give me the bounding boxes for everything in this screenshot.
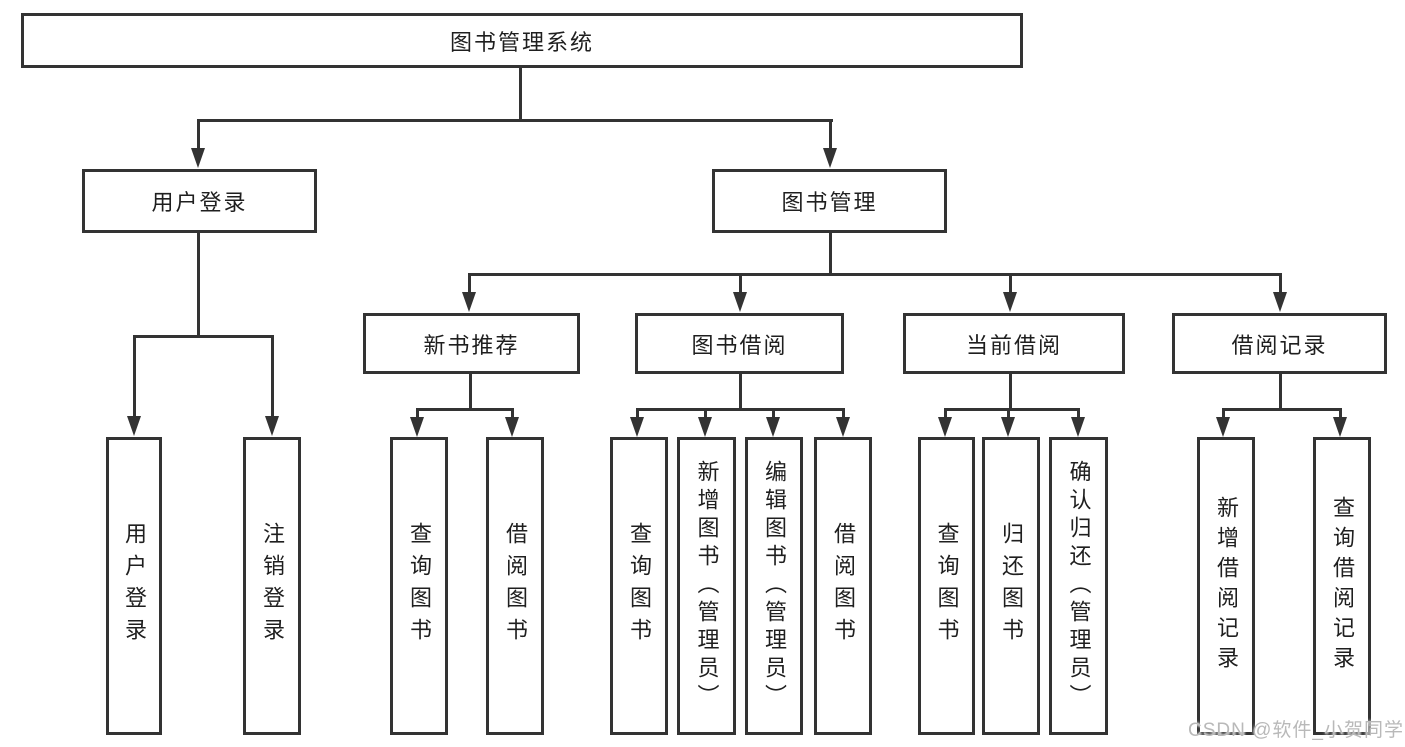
connector-to-leaf-return bbox=[1007, 408, 1010, 420]
leaf-confirm-return-admin-label: 确认归还（管理员） bbox=[1066, 460, 1092, 712]
node-current-borrow: 当前借阅 bbox=[903, 313, 1125, 374]
connector-borrow-stem bbox=[739, 372, 742, 411]
arrowhead-leaf-borrow-1 bbox=[505, 417, 519, 437]
arrowhead-leaf-confirm-return bbox=[1071, 417, 1085, 437]
connector-login-branch bbox=[133, 335, 274, 338]
arrowhead-book-management bbox=[823, 148, 837, 168]
connector-mgmt-branch bbox=[468, 273, 1282, 276]
leaf-borrow-books: 借阅图书 bbox=[814, 437, 872, 735]
leaf-user-login: 用户登录 bbox=[106, 437, 162, 735]
leaf-return-books: 归还图书 bbox=[982, 437, 1040, 735]
node-borrow-records: 借阅记录 bbox=[1172, 313, 1387, 374]
leaf-edit-books-admin-label: 编辑图书（管理员） bbox=[762, 460, 787, 712]
leaf-edit-books-admin: 编辑图书（管理员） bbox=[745, 437, 803, 735]
csdn-watermark: CSDN @软件_小贺同学 bbox=[1188, 720, 1404, 741]
connector-to-current-borrow bbox=[1009, 273, 1012, 295]
leaf-query-books-borrow: 查询图书 bbox=[610, 437, 668, 735]
connector-to-leaf-user-login bbox=[133, 335, 136, 419]
node-user-login: 用户登录 bbox=[82, 169, 317, 233]
connector-to-leaf-add-books bbox=[704, 408, 707, 420]
connector-to-leaf-query-3 bbox=[944, 408, 947, 420]
leaf-add-books-admin: 新增图书（管理员） bbox=[677, 437, 736, 735]
arrowhead-leaf-query-1 bbox=[410, 417, 424, 437]
leaf-return-books-label: 归还图书 bbox=[999, 522, 1024, 650]
connector-to-leaf-add-record bbox=[1222, 408, 1225, 420]
node-book-management: 图书管理 bbox=[712, 169, 947, 233]
connector-newbook-stem bbox=[469, 372, 472, 411]
leaf-borrow-books-label: 借阅图书 bbox=[831, 522, 856, 650]
arrowhead-leaf-add-books bbox=[698, 417, 712, 437]
arrowhead-book-borrow bbox=[733, 292, 747, 312]
connector-root-stem bbox=[519, 66, 522, 122]
arrowhead-leaf-edit-books bbox=[766, 417, 780, 437]
arrowhead-leaf-borrow-2 bbox=[836, 417, 850, 437]
connector-to-book-borrow bbox=[739, 273, 742, 295]
leaf-query-borrow-record-label: 查询借阅记录 bbox=[1330, 496, 1355, 676]
leaf-user-login-label: 用户登录 bbox=[122, 522, 147, 650]
arrowhead-borrow-records bbox=[1273, 292, 1287, 312]
connector-to-leaf-logout bbox=[271, 335, 274, 419]
connector-to-leaf-borrow-1 bbox=[511, 408, 514, 420]
connector-to-new-book bbox=[468, 273, 471, 295]
leaf-logout-login: 注销登录 bbox=[243, 437, 301, 735]
leaf-query-books-current-label: 查询图书 bbox=[934, 522, 960, 650]
leaf-logout-login-label: 注销登录 bbox=[260, 522, 285, 650]
arrowhead-leaf-query-3 bbox=[938, 417, 952, 437]
leaf-query-books-recommend-label: 查询图书 bbox=[407, 522, 432, 650]
connector-borrow-branch bbox=[636, 408, 845, 411]
arrowhead-leaf-add-record bbox=[1216, 417, 1230, 437]
connector-root-branch bbox=[197, 119, 833, 122]
connector-to-leaf-query-1 bbox=[416, 408, 419, 420]
connector-to-leaf-borrow-2 bbox=[842, 408, 845, 420]
leaf-confirm-return-admin: 确认归还（管理员） bbox=[1049, 437, 1108, 735]
leaf-borrow-books-recommend-label: 借阅图书 bbox=[503, 522, 528, 650]
connector-current-stem bbox=[1009, 372, 1012, 411]
connector-mgmt-stem bbox=[829, 231, 832, 276]
connector-login-stem bbox=[197, 231, 200, 338]
node-book-borrow: 图书借阅 bbox=[635, 313, 844, 374]
arrowhead-user-login bbox=[191, 148, 205, 168]
leaf-borrow-books-recommend: 借阅图书 bbox=[486, 437, 544, 735]
connector-to-user-login bbox=[197, 119, 200, 151]
arrowhead-leaf-query-2 bbox=[630, 417, 644, 437]
arrowhead-leaf-user-login bbox=[127, 416, 141, 436]
arrowhead-leaf-logout bbox=[265, 416, 279, 436]
leaf-query-books-recommend: 查询图书 bbox=[390, 437, 448, 735]
connector-current-branch bbox=[944, 408, 1080, 411]
connector-records-branch bbox=[1222, 408, 1342, 411]
connector-to-leaf-query-record bbox=[1339, 408, 1342, 420]
arrowhead-leaf-query-record bbox=[1333, 417, 1347, 437]
connector-to-leaf-query-2 bbox=[636, 408, 639, 420]
connector-newbook-branch bbox=[416, 408, 514, 411]
arrowhead-current-borrow bbox=[1003, 292, 1017, 312]
connector-to-leaf-edit-books bbox=[772, 408, 775, 420]
node-new-book-recommend: 新书推荐 bbox=[363, 313, 580, 374]
leaf-add-borrow-record: 新增借阅记录 bbox=[1197, 437, 1255, 735]
leaf-add-borrow-record-label: 新增借阅记录 bbox=[1214, 496, 1239, 676]
leaf-query-books-borrow-label: 查询图书 bbox=[627, 522, 652, 650]
connector-to-book-management bbox=[829, 119, 832, 151]
connector-records-stem bbox=[1279, 372, 1282, 411]
leaf-query-books-current: 查询图书 bbox=[918, 437, 975, 735]
leaf-add-books-admin-label: 新增图书（管理员） bbox=[694, 460, 720, 712]
arrowhead-leaf-return bbox=[1001, 417, 1015, 437]
connector-to-borrow-records bbox=[1279, 273, 1282, 295]
arrowhead-new-book bbox=[462, 292, 476, 312]
connector-to-leaf-confirm-return bbox=[1077, 408, 1080, 420]
node-library-system: 图书管理系统 bbox=[21, 13, 1023, 68]
leaf-query-borrow-record: 查询借阅记录 bbox=[1313, 437, 1371, 735]
